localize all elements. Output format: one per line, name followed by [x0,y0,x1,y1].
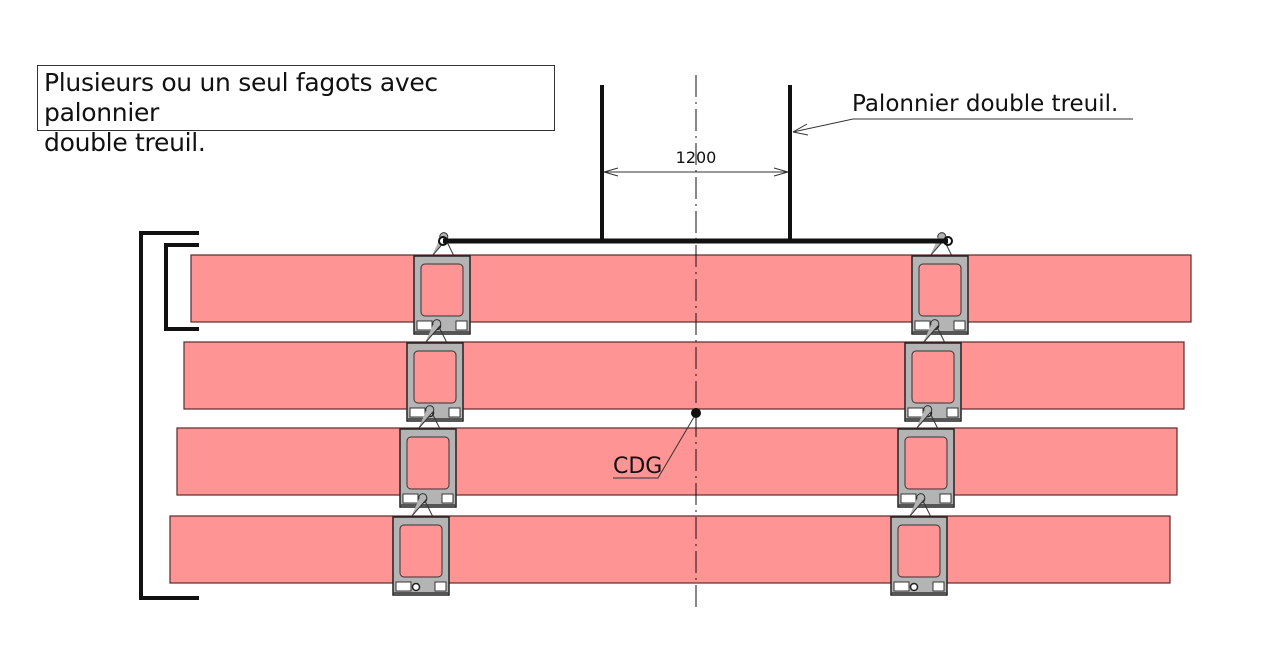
clamp-pad-right [441,493,454,504]
spreader-label: Palonnier double treuil. [852,91,1118,117]
bundles-group [169,254,1192,584]
bundle-2 [183,341,1185,410]
spreader-beam [443,85,948,244]
clamp-window [406,436,450,490]
clamp-hook [908,493,932,518]
center-of-gravity: CDG [613,408,701,479]
clamp-left-4 [392,493,450,596]
bundle-1 [190,254,1192,323]
note-line-1: Plusieurs ou un seul fagots avec palonni… [44,68,438,127]
clamp-pad-right [946,407,959,418]
clamp-base [892,592,946,595]
clamp-left-3 [399,405,457,508]
clamp-pad-right [455,320,468,331]
clamp-pad-left [914,320,931,331]
clamp-hook [922,319,946,344]
clamp-pad-right [448,407,461,418]
spreader-callout: Palonnier double treuil. [792,91,1133,136]
clamp-right-1 [911,232,969,335]
clamp-hook [424,319,448,344]
note-line-2: double treuil. [44,128,206,157]
clamp-left-2 [406,319,464,422]
bundle-3 [176,427,1178,496]
clamp-window [918,263,962,317]
cog-label: CDG [613,454,662,479]
clamp-hook [410,493,434,518]
inner-bracket [164,243,199,331]
clamp-base [394,592,448,595]
clamp-right-2 [904,319,962,422]
clamp-left-1 [413,232,471,335]
clamp-pad-right [953,320,966,331]
clamp-base [899,504,953,507]
clamp-pad-right [939,493,952,504]
clamp-pad-left [907,407,924,418]
clamp-window [420,263,464,317]
clamp-hook [915,405,939,430]
clamp-right-4 [890,493,948,596]
clamp-pad-right [434,581,447,592]
clamp-pad-right [932,581,945,592]
clamps-group [392,232,969,596]
clamp-pin [909,582,919,592]
clamp-pad-left [893,581,910,592]
clamp-pad-left [900,493,917,504]
note-box: Plusieurs ou un seul fagots avec palonni… [37,65,555,157]
clamp-pad-left [409,407,426,418]
bundle-4 [169,515,1171,584]
clamp-window [911,350,955,404]
clamp-base [401,504,455,507]
cog-marker [691,408,701,418]
clamp-right-3 [897,405,955,508]
clamp-window [413,350,457,404]
clamp-pad-left [416,320,433,331]
clamp-pad-left [395,581,412,592]
clamp-window [399,524,443,578]
clamp-pin [411,582,421,592]
outer-bracket [139,231,199,600]
clamp-window [904,436,948,490]
clamp-window [897,524,941,578]
clamp-hook [417,405,441,430]
clamp-pad-left [402,493,419,504]
